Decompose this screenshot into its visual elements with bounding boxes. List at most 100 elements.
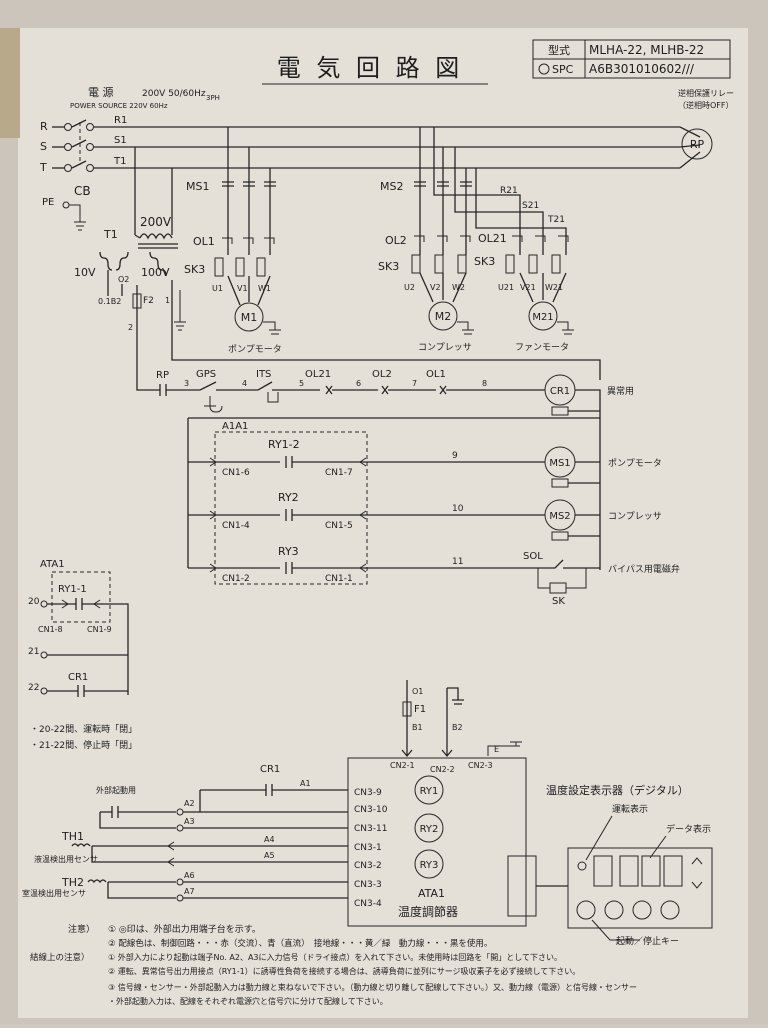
note-20-22: ・20-22間、運転時「閉」 <box>30 724 137 735</box>
m1-label: M1 <box>241 311 258 324</box>
paper-background <box>18 28 748 1018</box>
power-label-en: POWER SOURCE 220V 60Hz <box>70 102 168 110</box>
ol2-label: OL2 <box>385 234 407 247</box>
cn12-label: CN1-2 <box>222 574 250 584</box>
cn21-label: CN2-1 <box>390 761 415 770</box>
cn311-label: CN3-11 <box>354 824 387 834</box>
e-label: E <box>494 745 499 754</box>
ext-start-label: 外部起動用 <box>96 785 136 795</box>
cn18-label: CN1-8 <box>38 625 63 634</box>
compressor-circuit: MS2 OL2 SK3 U2 V2 W2 M2 コンプレッサ <box>378 127 474 353</box>
display-title: 温度設定表示器（デジタル） <box>546 783 689 797</box>
power-spec: 200V 50/60Hz <box>142 89 206 99</box>
abnormal-label: 異常用 <box>607 385 634 397</box>
controller-inputs: 外部起動用 CR1 A1 A2 A3 TH1 液温検出用センサ A4 A5 TH… <box>22 764 348 902</box>
relay-note-1: 逆相保護リレー <box>678 88 734 98</box>
cn22-label: CN2-2 <box>430 765 455 774</box>
notes: 注意） ① ◎印は、外部出力用端子台を示す。 ② 配線色は、制御回路・・・赤（交… <box>30 923 637 1006</box>
controller-ata1-label: ATA1 <box>418 887 445 900</box>
its-label: ITS <box>256 369 271 380</box>
bypass-label: バイパス用電磁弁 <box>608 563 680 575</box>
startstop-label: 起動／停止キー <box>616 935 679 947</box>
fan-motor-circuit: R21 S21 T21 OL21 SK3 U21 V21 W21 M21 ファン… <box>433 127 574 353</box>
wire-6: 6 <box>356 379 361 388</box>
pump-motor-circuit: MS1 OL1 SK3 U1 V1 W1 M1 ポンプモータ <box>184 127 282 355</box>
ctrl-pump-label: ポンプモータ <box>608 458 662 469</box>
ata1-relay-outputs: A1A1 RY1-2 CN1-6 CN1-7 9 MS1 ポンプモータ RY2 … <box>187 411 680 607</box>
u1-label: U1 <box>212 284 223 293</box>
cr1-coil-label: CR1 <box>550 386 570 397</box>
ry1-coil: RY1 <box>420 786 439 797</box>
ms1-coil-label: MS1 <box>549 458 570 469</box>
gps-label: GPS <box>196 369 216 380</box>
ol21-label: OL21 <box>478 232 507 245</box>
fuse-f2: F2 <box>143 296 154 306</box>
data-display-label: データ表示 <box>666 823 711 835</box>
t1-label: T1 <box>103 228 118 241</box>
ms2-label: MS2 <box>380 180 403 193</box>
v21-label: V21 <box>520 283 536 292</box>
ata1-box-label: A1A1 <box>222 421 248 432</box>
compressor-label: コンプレッサ <box>418 342 472 353</box>
cn39-label: CN3-9 <box>354 788 382 798</box>
cn33-label: CN3-3 <box>354 880 382 890</box>
ms1-label: MS1 <box>186 180 209 193</box>
ry3-label: RY3 <box>278 545 299 558</box>
s21-label: S21 <box>522 201 539 211</box>
breaker-cb: CB <box>52 119 94 231</box>
ry3-coil: RY3 <box>420 860 439 871</box>
a6-label: A6 <box>184 871 195 880</box>
run-display-label: 運転表示 <box>612 803 648 815</box>
t1-tap-o2: O2 <box>118 275 129 284</box>
notes-label-2: 結線上の注意） <box>30 952 90 963</box>
model-label: 型式 <box>548 43 570 57</box>
terminal-21: 21 <box>28 647 39 657</box>
t1-tap-o1b2: 0.1B2 <box>98 297 121 306</box>
cn16-label: CN1-6 <box>222 468 250 478</box>
wire-4: 4 <box>242 379 247 388</box>
power-label-jp: 電 源 <box>88 85 114 99</box>
u21-label: U21 <box>498 283 514 292</box>
title-block: 型式 MLHA-22, MLHB-22 SPC A6B301010602/// <box>532 39 731 79</box>
cn310-label: CN3-10 <box>354 805 388 815</box>
controller-label: 温度調節器 <box>398 904 458 919</box>
th2-label: TH2 <box>61 876 84 889</box>
u2-label: U2 <box>404 283 415 292</box>
r21-label: R21 <box>500 186 518 196</box>
spc-number: A6B301010602/// <box>589 62 695 76</box>
cn19-label: CN1-9 <box>87 625 112 634</box>
a5-label: A5 <box>264 851 275 860</box>
ctrl-ol21-label: OL21 <box>305 369 331 380</box>
cn14-label: CN1-4 <box>222 521 250 531</box>
t1-secondary-10v: 10V <box>74 266 96 279</box>
terminal-pe: PE <box>42 197 54 208</box>
wire-10: 10 <box>452 504 464 514</box>
cn11-label: CN1-1 <box>325 574 353 584</box>
cn34-label: CN3-4 <box>354 899 382 909</box>
main-bus-lines: R1 S1 T1 <box>94 115 701 169</box>
o1-label: O1 <box>412 687 423 696</box>
sk3-label-1: SK3 <box>184 263 205 276</box>
a4-label: A4 <box>264 835 275 844</box>
sk3-label-3: SK3 <box>474 255 495 268</box>
cn32-label: CN3-2 <box>354 861 382 871</box>
rp-label: RP <box>690 138 705 151</box>
t1-secondary-100v: 100V <box>141 266 170 279</box>
relay-note-2: （逆相時OFF） <box>678 100 734 110</box>
ctrl-ol1-label: OL1 <box>426 369 446 380</box>
cn17-label: CN1-7 <box>325 468 353 478</box>
pump-motor-label: ポンプモータ <box>228 344 282 355</box>
digital-display-unit: 温度設定表示器（デジタル） 運転表示 データ表示 起動／停止キー <box>507 783 713 947</box>
note-5: ③ 信号線・センサー・外部起動入力は動力線と束ねないで下さい。（動力線と切り離し… <box>108 982 637 992</box>
sol-label: SOL <box>523 551 543 562</box>
th1-label: TH1 <box>61 830 84 843</box>
f1-label: F1 <box>414 704 426 715</box>
terminal-20: 20 <box>28 597 40 607</box>
sk-label: SK <box>552 596 565 607</box>
transformer-t1: 200V T1 10V 100V O2 0.1B2 F2 2 1 <box>74 147 601 380</box>
note-6: ・外部起動入力は、配線をそれぞれ電源穴と信号穴に分けて配線して下さい。 <box>108 996 388 1006</box>
line-s1: S1 <box>114 135 127 146</box>
v2-label: V2 <box>430 283 441 292</box>
cr1-lower-label: CR1 <box>260 764 280 775</box>
